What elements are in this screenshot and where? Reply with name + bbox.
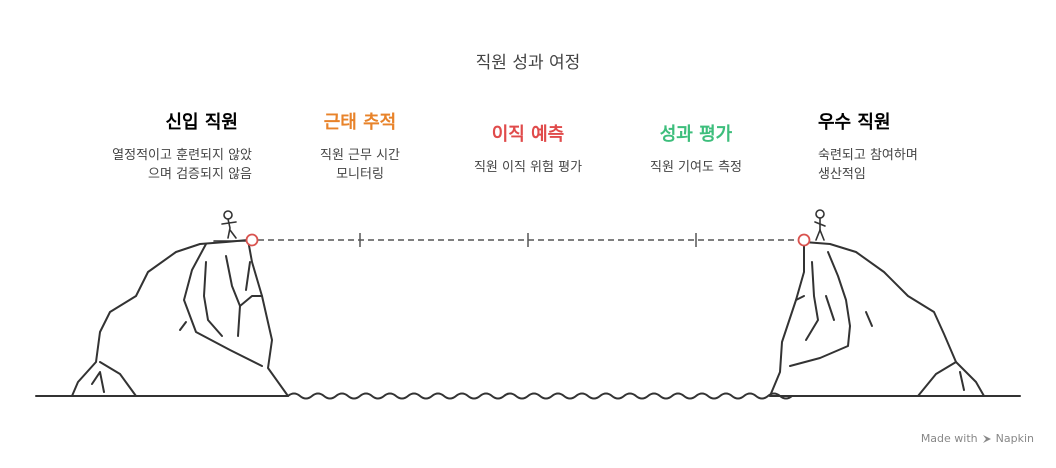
brand-made-with: Made with — [920, 432, 978, 445]
brand-credit: Made with Napkin — [921, 432, 1034, 445]
step-title-excellent-employee: 우수 직원 — [818, 112, 891, 133]
water-waves — [287, 392, 793, 400]
step-desc-line: 숙련되고 참여하며 — [818, 148, 918, 163]
person-left-icon — [213, 210, 249, 242]
step-desc-attendance: 직원 근무 시간 모니터링 — [290, 146, 430, 184]
step-title-performance: 성과 평가 — [659, 124, 733, 145]
step-desc-line: 직원 기여도 측정 — [650, 160, 742, 175]
end-marker — [797, 233, 811, 247]
step-desc-line: 직원 근무 시간 — [319, 148, 401, 163]
step-title-new-employee: 신입 직원 — [165, 112, 238, 133]
step-title-turnover: 이직 예측 — [491, 124, 565, 145]
step-desc-turnover: 직원 이직 위험 평가 — [448, 158, 608, 177]
step-desc-new-employee: 열정적이고 훈련되지 않았 으며 검증되지 않음 — [112, 146, 252, 184]
step-desc-line: 생산적임 — [818, 167, 866, 182]
step-desc-line: 열정적이고 훈련되지 않았 — [112, 148, 252, 163]
start-marker — [245, 233, 259, 247]
person-right-icon — [814, 209, 826, 241]
napkin-logo-icon — [982, 434, 991, 443]
step-desc-performance: 직원 기여도 측정 — [616, 158, 776, 177]
diagram-title: 직원 성과 여정 — [475, 53, 581, 73]
step-desc-line: 직원 이직 위험 평가 — [473, 160, 583, 175]
step-desc-excellent-employee: 숙련되고 참여하며 생산적임 — [818, 146, 918, 184]
step-desc-line: 모니터링 — [336, 167, 384, 182]
step-title-attendance: 근태 추적 — [323, 112, 397, 133]
left-cliff — [71, 239, 289, 397]
brand-name: Napkin — [995, 432, 1034, 445]
right-cliff — [769, 241, 985, 397]
step-desc-line: 으며 검증되지 않음 — [148, 167, 252, 182]
